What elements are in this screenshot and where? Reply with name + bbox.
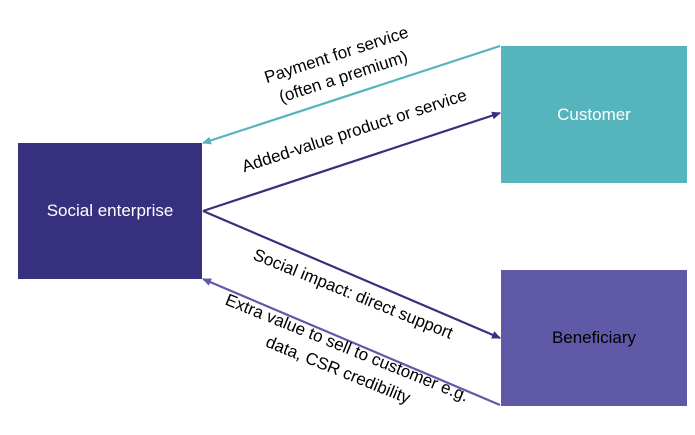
beneficiary-label: Beneficiary: [551, 328, 637, 347]
social-enterprise-label: Social enterprise: [46, 201, 174, 220]
extra-value-arrow: [202, 277, 501, 407]
payment-arrow: [202, 44, 501, 145]
added-value-label: Added-value product or service: [239, 85, 469, 176]
added-value-arrow: [202, 111, 501, 213]
customer-box: Customer: [501, 46, 687, 183]
customer-label: Customer: [557, 104, 631, 124]
social-impact-arrow: [202, 209, 501, 340]
social-enterprise-box: Social enterprise: [18, 143, 202, 279]
beneficiary-box: Beneficiary: [501, 270, 687, 406]
extra-value-label-line1: Extra value to sell to customer e.g.: [223, 290, 472, 405]
